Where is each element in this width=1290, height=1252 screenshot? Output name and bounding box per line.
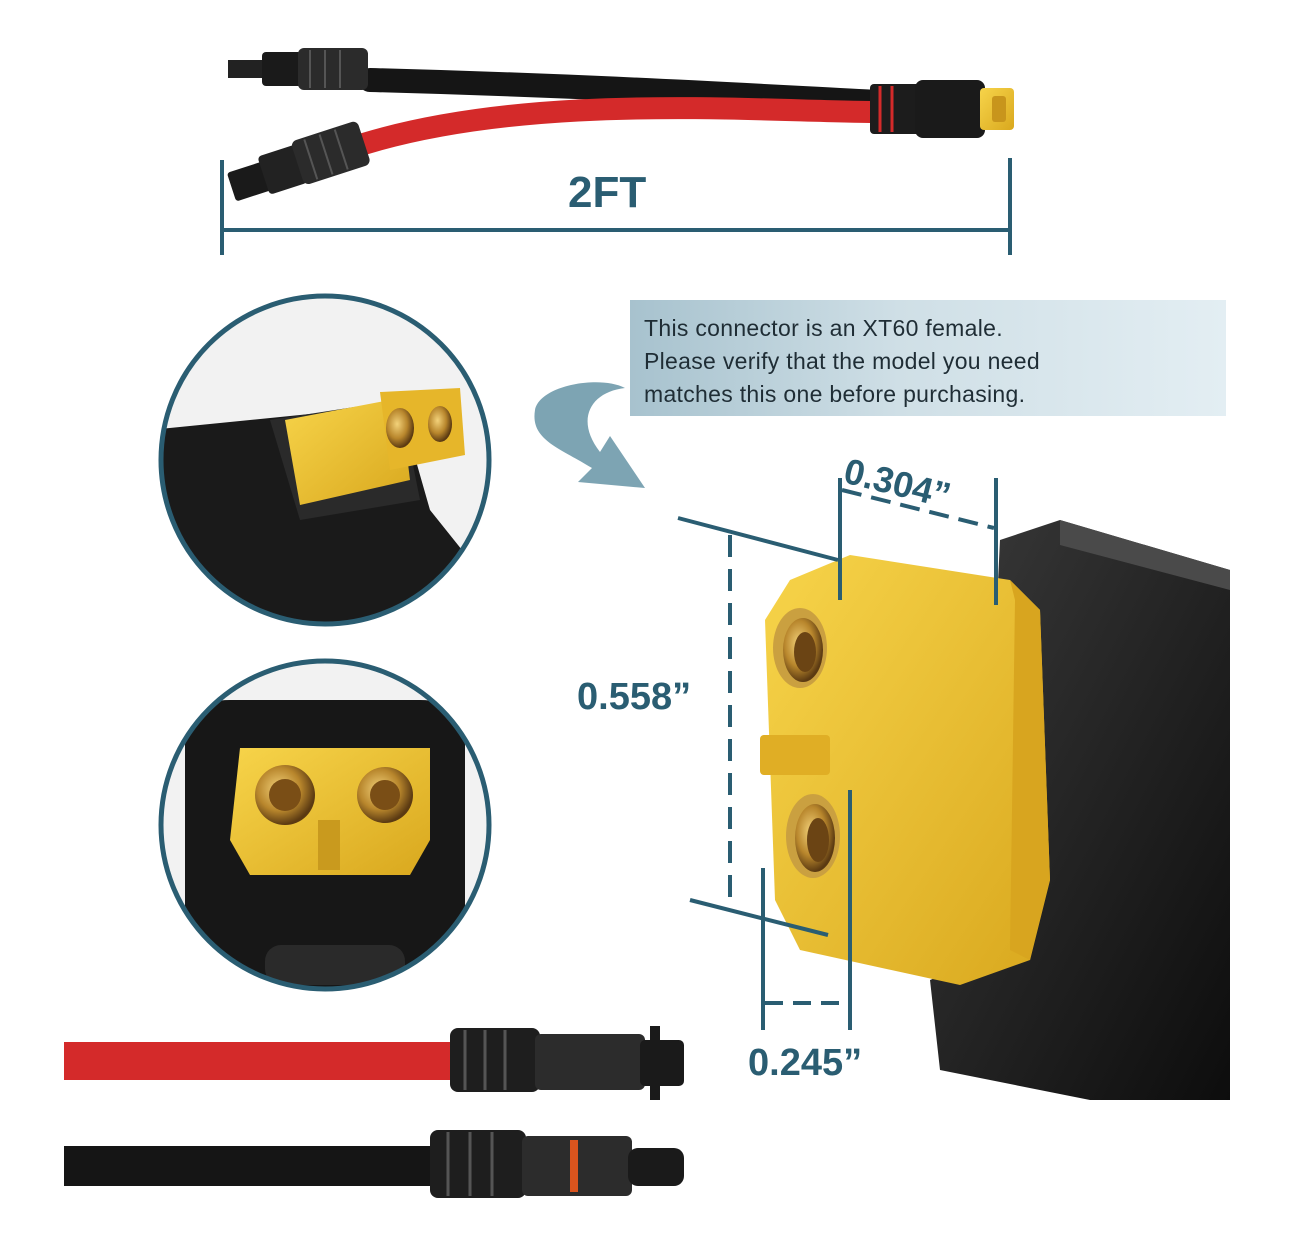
xt60-cable-end-icon: [870, 80, 1014, 138]
dimension-width-bottom: 0.245”: [748, 1042, 863, 1084]
length-label: 2FT: [568, 168, 647, 217]
xt60-closeup-icon: [760, 520, 1230, 1100]
dimension-height: 0.558”: [577, 676, 692, 718]
mc4-connector-bottom-black-icon: [430, 1130, 684, 1198]
bottom-cable-assembly: [64, 1026, 684, 1198]
xt60-callout-box: This connector is an XT60 female. Please…: [630, 300, 1226, 416]
callout-line-1: This connector is an XT60 female.: [644, 315, 1003, 341]
callout-line-3: matches this one before purchasing.: [644, 381, 1026, 407]
curved-arrow-icon: [534, 382, 645, 488]
dimension-markers: [677, 478, 998, 1030]
mc4-connector-bottom-red-icon: [450, 1026, 684, 1100]
mc4-connector-top-red-icon: [227, 121, 370, 201]
length-dimension-line: [220, 158, 1012, 255]
connector-top-view-inset: [158, 293, 492, 627]
callout-line-2: Please verify that the model you need: [644, 348, 1040, 374]
connector-front-view-inset: [158, 658, 492, 992]
mc4-connector-top-icon: [228, 48, 368, 90]
top-cable-assembly: [227, 48, 1014, 201]
